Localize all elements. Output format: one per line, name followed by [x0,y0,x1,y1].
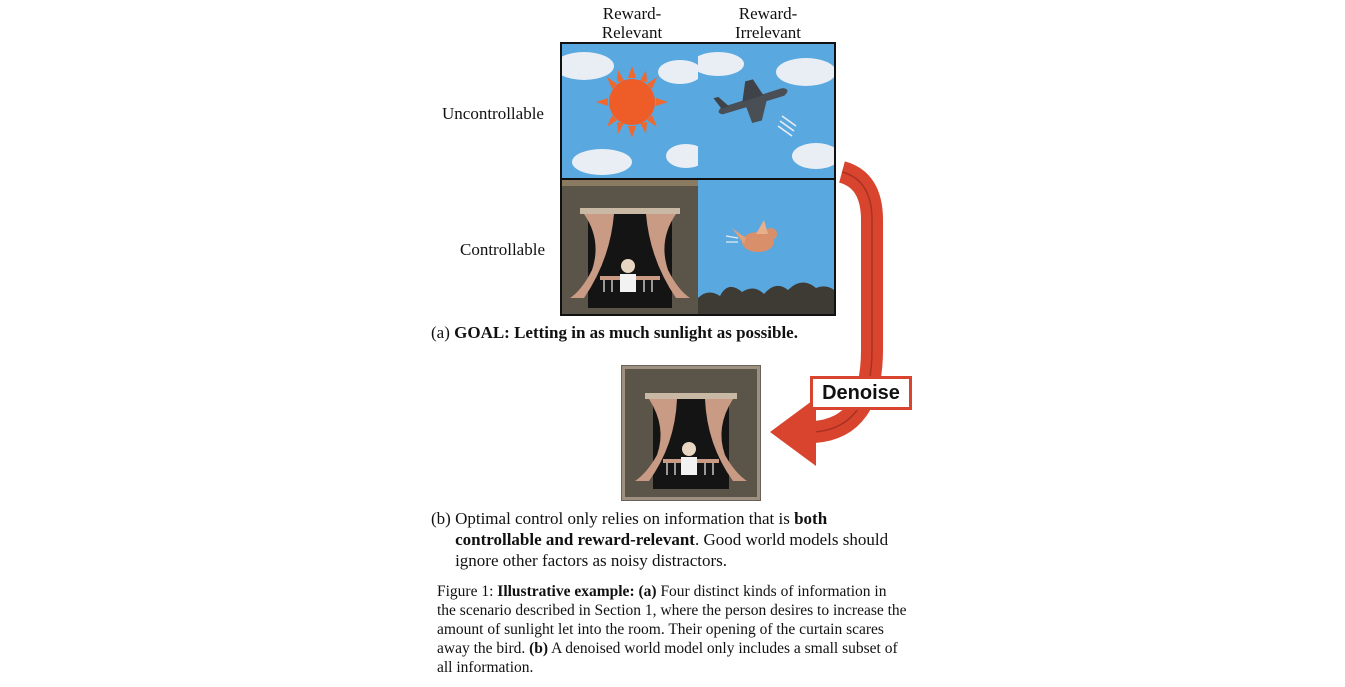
caption-b-body: Optimal control only relies on informati… [455,509,889,570]
denoise-label: Denoise [810,376,912,410]
caption-b: (b) Optimal control only relies on infor… [431,508,911,571]
row-header-uncontrollable: Uncontrollable [442,104,544,123]
caption-a-goal: GOAL: Letting in as much sunlight as pos… [454,323,798,342]
column-header-reward-relevant: Reward- Relevant [601,4,663,42]
cell-curtain [562,180,698,314]
caption-b-prefix: (b) [431,509,456,528]
column-header-reward-irrelevant: Reward- Irrelevant [734,4,802,42]
bird-illustration [698,220,834,314]
caption-a: (a) GOAL: Letting in as much sunlight as… [431,322,798,343]
figure-label: Figure 1: [437,583,498,600]
cell-plane [698,44,834,178]
cell-bird [698,180,834,314]
sun-illustration [562,52,698,175]
row-header-controllable: Controllable [460,240,545,259]
cell-sun [562,44,698,178]
denoise-arrow [770,161,883,466]
airplane-illustration [698,52,834,169]
figure-caption: Figure 1: Illustrative example: (a) Four… [437,583,907,676]
scenario-grid [560,42,836,316]
curtain-window-illustration [562,180,698,308]
caption-a-prefix: (a) [431,323,455,342]
denoised-image [622,366,760,500]
curtain-window-illustration-denoised [635,393,747,489]
